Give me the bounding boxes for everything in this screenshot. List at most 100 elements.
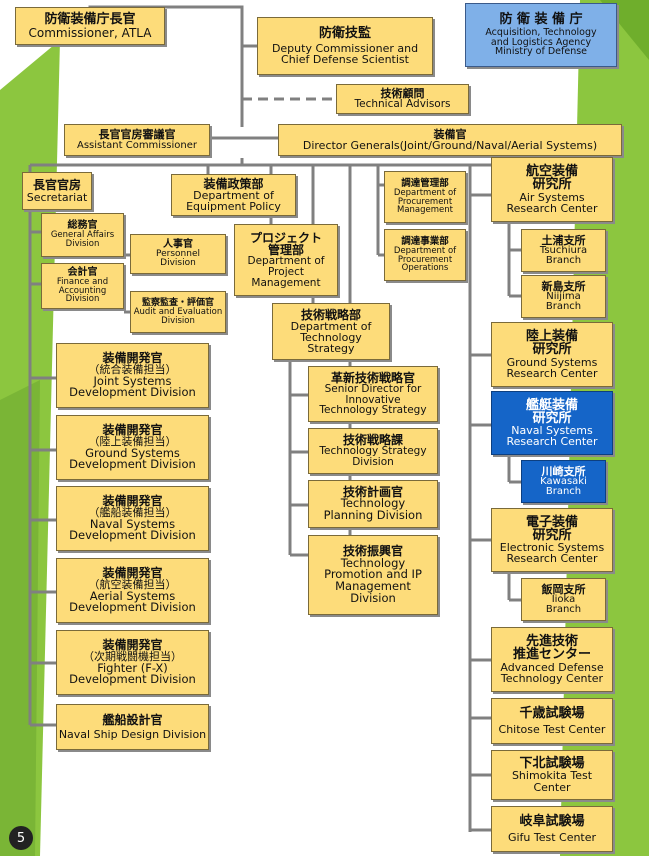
- tsuchiura-jp: 土浦支所: [541, 233, 586, 247]
- advanced-technology-center-box: 先進技術 推進センター Advanced Defense Technology …: [491, 627, 613, 692]
- atla-box: 防 衛 装 備 庁 Acquisition, Technology and Lo…: [465, 3, 617, 67]
- assistant-commissioner-box: 長官官房審議官 Assistant Commissioner: [64, 124, 210, 156]
- iioka-en1: Iioka: [551, 593, 576, 605]
- iioka-jp: 飯岡支所: [541, 582, 586, 596]
- secretariat-jp: 長官官房: [32, 178, 81, 193]
- project-management-box: プロジェクト 管理部 Department of Project Managem…: [234, 224, 338, 296]
- advanced-en2: Technology Center: [500, 671, 604, 685]
- naval-jp2: 研究所: [532, 410, 572, 426]
- finance-jp: 会計官: [67, 266, 98, 278]
- chitose-test-center-box: 千歳試験場 Chitose Test Center: [491, 698, 613, 744]
- deputy-commissioner-box: 防衛技監 Deputy Commissioner and Chief Defen…: [257, 17, 433, 75]
- secretariat-box: 長官官房 Secretariat: [22, 172, 92, 210]
- atla-en2: and Logistics Agency: [490, 36, 592, 48]
- ground-systems-research-box: 陸上装備 研究所 Ground Systems Research Center: [491, 322, 613, 387]
- kawasaki-en1: Kawasaki: [540, 475, 587, 487]
- ground-jp2: 研究所: [532, 342, 572, 358]
- proc-ops-en1: Department of: [393, 245, 457, 256]
- naval-jp1: 艦艇装備: [525, 397, 578, 413]
- promotion-jp: 技術振興官: [342, 544, 403, 559]
- electronic-en2: Research Center: [506, 552, 598, 566]
- atla-jp: 防 衛 装 備 庁: [499, 11, 583, 27]
- deputy-en1: Deputy Commissioner and: [271, 41, 419, 55]
- innovative-en1: Senior Director for: [324, 383, 422, 396]
- proc-mgmt-en3: Management: [397, 205, 453, 216]
- dev-en2: Development Division: [69, 385, 196, 400]
- proc-ops-en2: Procurement: [397, 254, 453, 265]
- strategy-div-en2: Division: [352, 456, 394, 469]
- dev-jp1: 装備開発官: [102, 423, 163, 438]
- innovative-en2: Innovative: [345, 393, 401, 406]
- air-jp2: 研究所: [532, 177, 572, 193]
- dev-division-joint-box: 装備開発官 （統合装備担当） Joint Systems Development…: [56, 343, 209, 408]
- finance-en3: Division: [65, 294, 100, 305]
- electronic-en1: Electronic Systems: [499, 541, 605, 555]
- ship-design-en: Naval Ship Design Division: [58, 728, 207, 741]
- niijima-branch-box: 新島支所 Niijima Branch: [521, 275, 606, 318]
- dev-jp1: 装備開発官: [102, 351, 163, 366]
- planning-en2: Planning Division: [323, 508, 423, 523]
- chitose-jp: 千歳試験場: [519, 706, 585, 722]
- naval-en1: Naval Systems: [511, 424, 593, 438]
- audit-jp: 監察監査・評価官: [141, 297, 214, 308]
- deputy-jp: 防衛技監: [318, 25, 371, 41]
- dev-jp2: （航空装備担当）: [88, 578, 177, 592]
- dev-jp2: （次期戦闘機担当）: [83, 650, 182, 664]
- tech-strategy-en2: Technology: [300, 331, 362, 344]
- assistant-jp: 長官官房審議官: [98, 128, 176, 142]
- tsuchiura-en2: Branch: [545, 255, 582, 267]
- iioka-branch-box: 飯岡支所 Iioka Branch: [521, 578, 606, 621]
- promotion-en2: Promotion and IP: [324, 567, 422, 582]
- promotion-en4: Division: [350, 590, 396, 605]
- personnel-jp: 人事官: [163, 238, 193, 250]
- policy-en1: Department of: [193, 188, 274, 202]
- planning-jp: 技術計画官: [342, 485, 403, 500]
- dev-en1: Aerial Systems: [89, 588, 176, 603]
- atla-en3: Ministry of Defense: [494, 46, 588, 58]
- iioka-en2: Branch: [545, 604, 582, 616]
- naval-ship-design-box: 艦船設計官 Naval Ship Design Division: [56, 704, 209, 750]
- advanced-en1: Advanced Defense: [500, 660, 604, 674]
- tech-strategy-jp: 技術戦略部: [300, 307, 361, 322]
- finance-box: 会計官 Finance and Accounting Division: [41, 263, 124, 309]
- dev-en2: Development Division: [69, 457, 196, 472]
- naval-en2: Research Center: [506, 435, 598, 449]
- gifu-test-center-box: 岐阜試験場 Gifu Test Center: [491, 806, 613, 852]
- technical-advisors-box: 技術顧問 Technical Advisors: [336, 84, 469, 114]
- deputy-en2: Chief Defense Scientist: [281, 53, 409, 67]
- advanced-jp1: 先進技術: [525, 634, 578, 650]
- ground-jp1: 陸上装備: [525, 329, 578, 345]
- proc-mgmt-en2: Procurement: [397, 196, 453, 207]
- dev-en1: Joint Systems: [93, 373, 172, 388]
- innovative-jp: 革新技術戦略官: [330, 370, 415, 385]
- air-en2: Research Center: [506, 201, 598, 215]
- niijima-en2: Branch: [545, 301, 582, 313]
- commissioner-en: Commissioner, ATLA: [28, 25, 152, 40]
- policy-jp: 装備政策部: [203, 176, 264, 191]
- dev-jp2: （統合装備担当）: [88, 363, 177, 377]
- secretariat-en: Secretariat: [26, 190, 88, 204]
- strategy-div-en1: Technology Strategy: [319, 445, 427, 458]
- project-en2: Project: [268, 265, 304, 278]
- air-en1: Air Systems: [519, 190, 585, 204]
- audit-en2: Division: [161, 315, 195, 326]
- niijima-jp: 新島支所: [541, 279, 586, 293]
- ground-en1: Ground Systems: [506, 355, 598, 369]
- dev-en2: Development Division: [69, 600, 196, 615]
- dev-division-aerial-box: 装備開発官 （航空装備担当） Aerial Systems Developmen…: [56, 558, 209, 623]
- procurement-operations-box: 調達事業部 Department of Procurement Operatio…: [384, 229, 466, 281]
- personnel-box: 人事官 Personnel Division: [130, 234, 226, 274]
- shimokita-en2: Center: [533, 780, 571, 794]
- innovative-en3: Technology Strategy: [319, 404, 427, 417]
- electronic-systems-research-box: 電子装備 研究所 Electronic Systems Research Cen…: [491, 508, 613, 572]
- advanced-jp2: 推進センター: [512, 647, 591, 663]
- dev-jp1: 装備開発官: [102, 638, 163, 653]
- atla-en1: Acquisition, Technology: [485, 27, 597, 39]
- general-affairs-jp: 総務官: [67, 220, 98, 232]
- proc-mgmt-en1: Department of: [393, 187, 457, 198]
- page-number: 5: [9, 826, 33, 850]
- ship-design-jp: 艦船設計官: [102, 712, 163, 727]
- project-en1: Department of: [247, 255, 325, 268]
- gifu-en: Gifu Test Center: [507, 830, 597, 844]
- promotion-en1: Technology: [340, 555, 406, 570]
